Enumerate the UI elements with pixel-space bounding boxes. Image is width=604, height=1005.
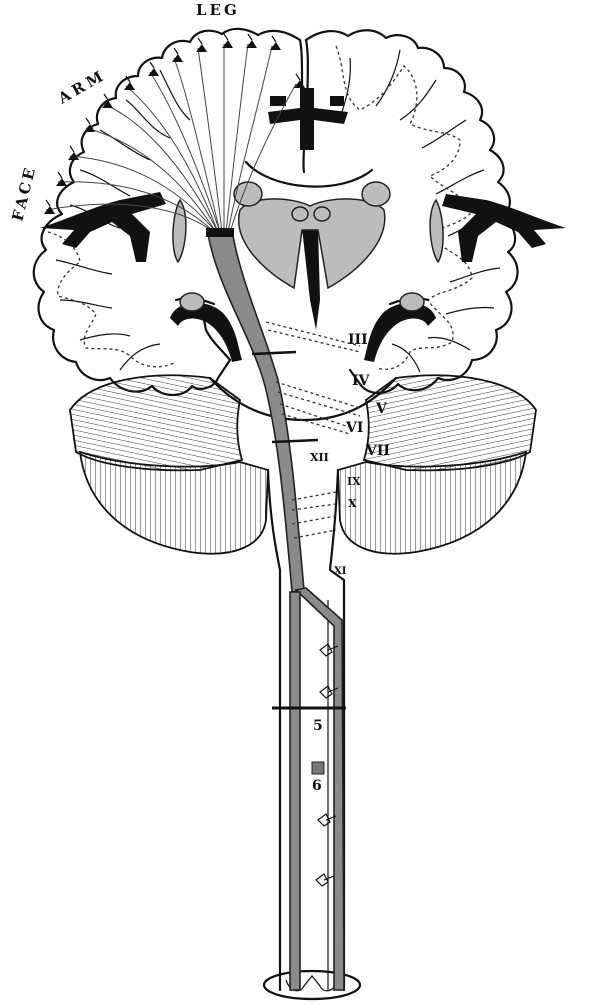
label-face: FACE [8, 164, 39, 223]
label-nerve-xi: XI [334, 566, 347, 577]
pons [70, 375, 536, 470]
label-nerve-x: X [348, 497, 357, 510]
spinal-cord [264, 470, 360, 999]
label-segment-6: 6 [312, 778, 322, 794]
pyramidal-cells [44, 34, 305, 214]
label-nerve-vi: VI [345, 420, 363, 436]
label-nerve-iii: III [348, 332, 368, 348]
label-nerve-xii: XII [310, 451, 329, 464]
label-nerve-ix: IX [347, 475, 361, 488]
cerebellum [80, 452, 526, 554]
label-nerve-iv: IV [352, 373, 371, 389]
label-leg: LEG [196, 1, 240, 19]
label-segment-5: 5 [313, 718, 323, 734]
label-nerve-vii: VII [365, 443, 390, 459]
label-nerve-v: V [375, 401, 388, 417]
label-arm: ARM [54, 66, 110, 108]
